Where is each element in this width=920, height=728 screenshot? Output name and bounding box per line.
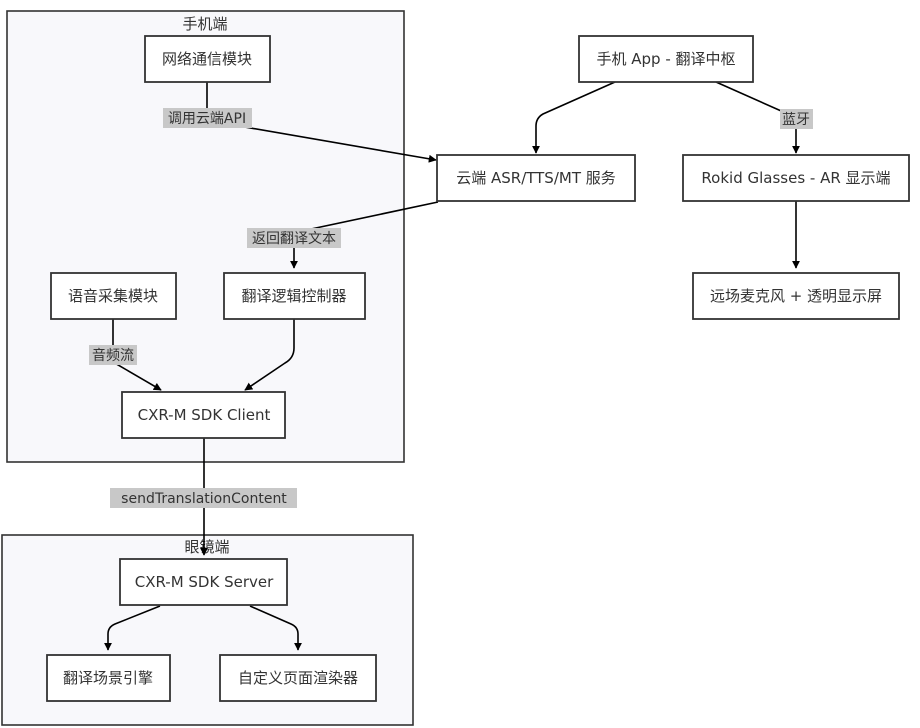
edge-label-bluetooth: 蓝牙 [780, 109, 813, 129]
cluster-glasses-title: 眼镜端 [184, 538, 229, 556]
node-sdk-server-label: CXR-M SDK Server [135, 573, 274, 591]
cluster-phone-title: 手机端 [182, 15, 227, 33]
edge-label-return-text-text: 返回翻译文本 [252, 231, 336, 247]
node-rokid-glasses-label: Rokid Glasses - AR 显示端 [701, 169, 890, 187]
node-phone-app: 手机 App - 翻译中枢 [578, 35, 754, 83]
node-scene-engine-label: 翻译场景引擎 [63, 669, 153, 687]
node-sdk-client-label: CXR-M SDK Client [138, 406, 271, 424]
node-cloud-service-label: 云端 ASR/TTS/MT 服务 [456, 169, 616, 187]
node-rokid-glasses: Rokid Glasses - AR 显示端 [682, 154, 910, 202]
node-translation-controller: 翻译逻辑控制器 [223, 272, 366, 320]
node-translation-controller-label: 翻译逻辑控制器 [241, 287, 346, 305]
edge-label-audio-text: 音频流 [92, 347, 134, 364]
node-network-module: 网络通信模块 [144, 35, 271, 83]
edge-label-send: sendTranslationContent [110, 488, 297, 508]
edge-server-to-engine [104, 605, 161, 651]
node-mic-display: 远场麦克风 + 透明显示屏 [692, 272, 900, 320]
node-cloud-service: 云端 ASR/TTS/MT 服务 [436, 154, 636, 202]
edge-ctrl-to-client [244, 319, 295, 391]
edge-app-to-cloud [532, 81, 616, 154]
edge-server-to-renderer [249, 605, 302, 651]
edge-label-send-text: sendTranslationContent [121, 491, 287, 507]
edge-label-call-api: 调用云端API [163, 108, 252, 128]
node-mic-display-label: 远场麦克风 + 透明显示屏 [710, 287, 882, 305]
node-page-renderer-label: 自定义页面渲染器 [238, 669, 358, 687]
edge-label-bluetooth-text: 蓝牙 [782, 112, 810, 128]
edge-label-audio: 音频流 [89, 345, 137, 365]
edge-label-call-api-text: 调用云端API [168, 111, 246, 127]
node-voice-capture: 语音采集模块 [50, 272, 177, 320]
node-scene-engine: 翻译场景引擎 [46, 654, 171, 702]
node-sdk-server: CXR-M SDK Server [119, 558, 288, 606]
edge-label-return-text: 返回翻译文本 [247, 228, 341, 248]
node-network-module-label: 网络通信模块 [162, 50, 252, 68]
node-sdk-client: CXR-M SDK Client [121, 391, 286, 439]
node-phone-app-label: 手机 App - 翻译中枢 [596, 50, 735, 68]
node-voice-capture-label: 语音采集模块 [68, 287, 158, 305]
node-page-renderer: 自定义页面渲染器 [219, 654, 377, 702]
